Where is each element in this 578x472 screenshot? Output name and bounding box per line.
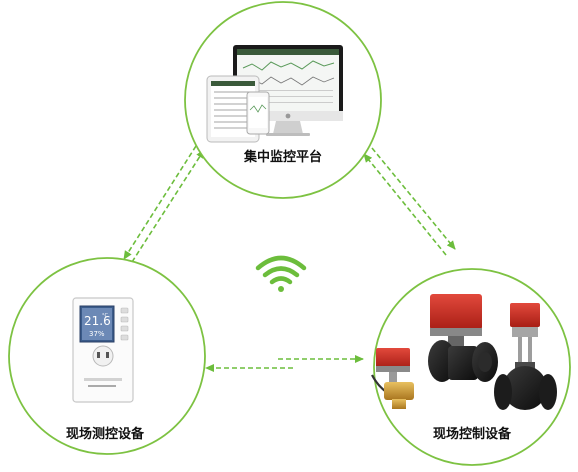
connection-platform-actuator [363,147,456,256]
thermostat-panel-icon: 21.6 °C 37% [72,297,134,403]
wifi-icon [255,255,307,292]
connection-platform-sensor [123,145,205,263]
platform-label: 集中监控平台 [243,149,322,165]
sensor-temp-reading: 21.6 [84,314,111,328]
node-platform: 集中监控平台 [184,1,382,199]
node-sensor: 21.6 °C 37% 现场测控设备 [8,257,206,455]
sensor-label: 现场测控设备 [66,426,145,442]
computer-monitor-icon [206,45,343,143]
actuator-label: 现场控制设备 [433,426,512,442]
connection-sensor-actuator [205,355,364,372]
sensor-hum-reading: 37% [89,330,105,338]
node-actuator: 现场控制设备 [371,268,571,466]
valve-actuator-icon [371,294,557,410]
sensor-temp-unit: °C [102,313,109,319]
